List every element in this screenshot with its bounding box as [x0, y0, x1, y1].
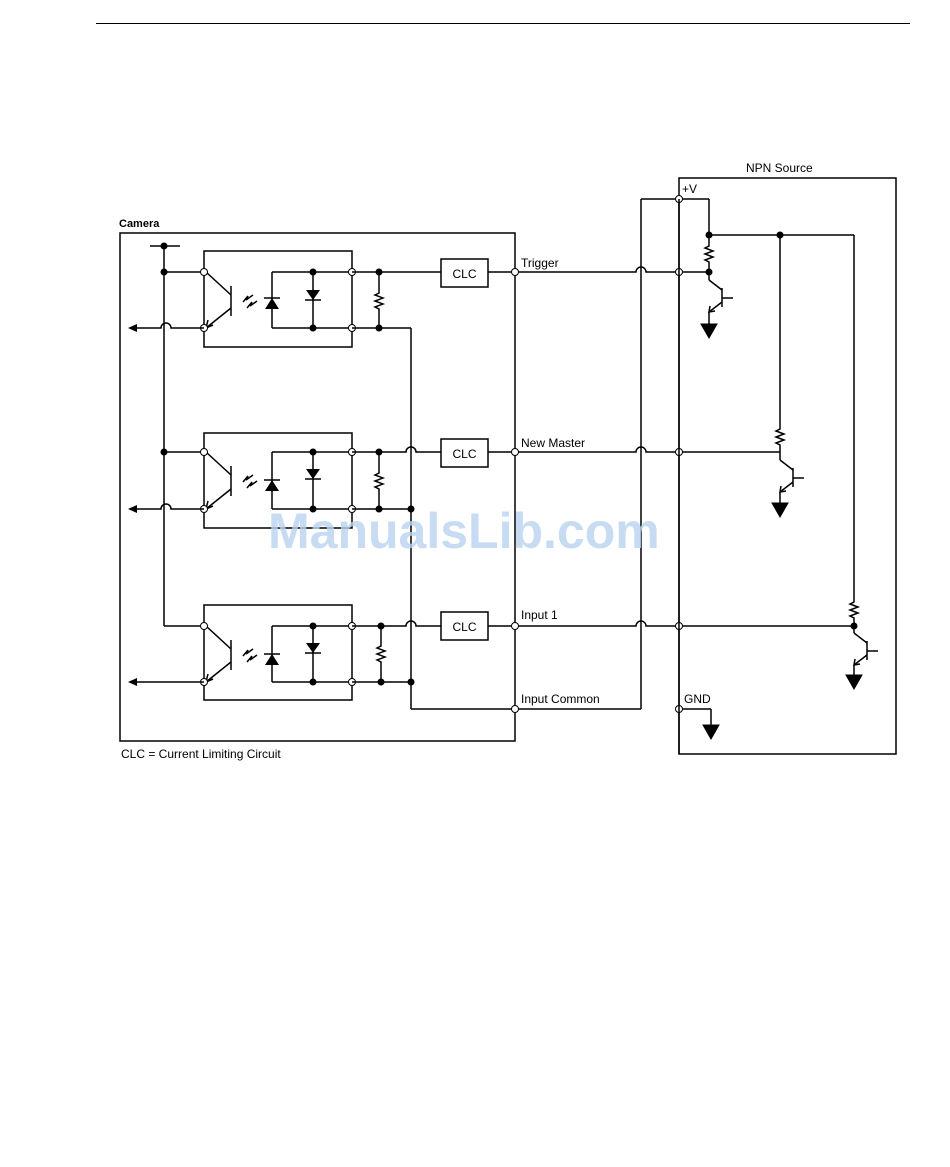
svg-text:CLC: CLC [452, 447, 476, 461]
camera-enclosure [120, 233, 515, 741]
watermark: ManualsLib.com [268, 503, 660, 559]
clc-legend: CLC = Current Limiting Circuit [121, 747, 281, 761]
clc-trigger: CLC [441, 259, 488, 287]
signal-label-new-master: New Master [521, 436, 585, 450]
gnd-label: GND [684, 692, 711, 706]
signal-label-input-common: Input Common [521, 692, 600, 706]
clc-new-master: CLC [441, 439, 488, 467]
signal-label-trigger: Trigger [521, 256, 559, 270]
channel-resistors [352, 269, 515, 710]
npn-source-label: NPN Source [746, 161, 813, 175]
svg-text:CLC: CLC [452, 620, 476, 634]
camera-supply-bus [150, 243, 204, 627]
camera-label: Camera [119, 218, 160, 230]
camera-output-lines [128, 323, 204, 686]
svg-text:CLC: CLC [452, 267, 476, 281]
clc-input-1: CLC [441, 612, 488, 640]
signal-lines [488, 199, 679, 713]
npn-source-circuit [676, 196, 879, 755]
signal-label-input-1: Input 1 [521, 608, 558, 622]
supply-label: +V [682, 182, 697, 196]
optocoupler-input-1 [201, 605, 356, 700]
optocoupler-trigger [201, 251, 356, 347]
